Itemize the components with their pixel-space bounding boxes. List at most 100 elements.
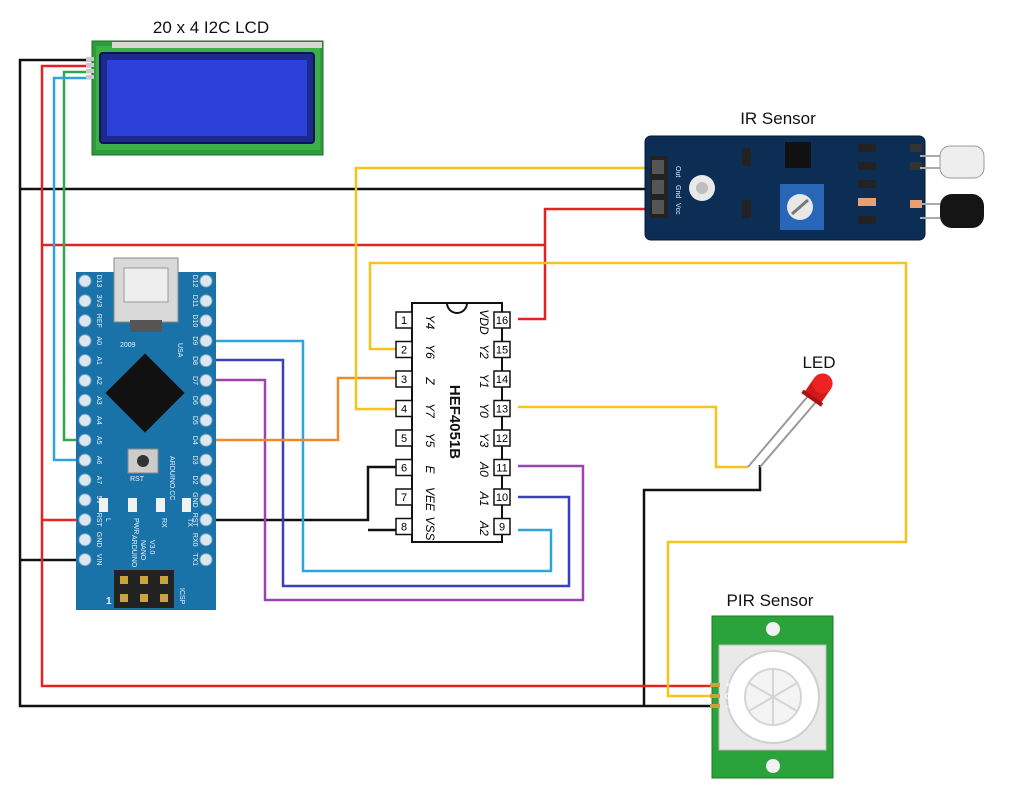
ir-emitter-icon [920,145,985,179]
chip-pin-number: 16 [496,315,508,327]
nano-pin-label: D8 [191,356,198,365]
chip-pin-number: 13 [496,404,508,416]
nano-pin-label: A1 [95,356,102,365]
chip-pin-number: 11 [496,463,507,475]
nano-pin [199,493,213,507]
chip-pin-number: 4 [401,404,407,416]
ir-sensor: Out Gnd Vcc IR [644,109,985,241]
ir-pin-gnd: Gnd [674,185,681,198]
nano-ver: V3.0 [148,540,155,555]
nano-pin-label: A6 [95,456,102,465]
nano-pin [199,334,213,348]
chip-pin-number: 14 [496,374,508,386]
nano-pin-label: A2 [95,376,102,385]
nano-nano: NANO [139,540,146,561]
chip-pin-box [493,340,511,359]
nano-pin [78,553,92,567]
lcd-header [112,42,322,48]
nano-pin-label: A0 [95,336,102,345]
nano-pin [199,294,213,308]
chip-pin-symbol: Y1 [477,374,491,389]
nano-pin [199,473,213,487]
pir-pin-out: o [725,691,731,702]
nano-pin-label: TX1 [191,553,198,566]
chip-pin-symbol: Z [423,376,437,385]
chip-pin-number: 12 [496,433,508,445]
pir-pins: + o − [710,680,731,713]
nano-icsp: ICSP [178,588,185,605]
nano-pin [78,413,92,427]
nano-pin [78,513,92,527]
chip-pin-symbol: A2 [477,520,491,536]
nano-pin [78,433,92,447]
nano-pin-label: A7 [95,476,102,485]
nano-pin-label: 5V [95,496,102,505]
chip-pin-symbol: Y7 [423,403,437,419]
nano-rst-label: RST [130,476,145,483]
chip-pin-number: 9 [499,522,505,534]
wire-d8-a0 [206,378,585,602]
chip-label: HEF4051B [446,385,463,459]
chip-pin-symbol: VDD [477,309,491,335]
chip-pin-box [395,370,413,388]
nano-pin [199,274,213,288]
chip-pin-box [395,399,413,418]
nano-pin-label: RST [95,513,102,528]
wire-d5-z [206,376,396,442]
nano-pin [78,493,92,507]
chip-pin-symbol: A0 [477,461,491,477]
nano-tx: TX [186,518,193,527]
nano-pin-label: D9 [191,336,198,345]
nano-arduino-cc: ARDUINO.CC [168,456,175,500]
chip-pin-symbol: Y4 [423,315,437,330]
nano-pin [78,453,92,467]
ir-smd-parts [858,144,922,224]
led-tx [182,498,191,512]
chip-pin-box [395,458,413,477]
wire-led-gnd [642,465,762,706]
pir-label: PIR Sensor [727,591,814,610]
lcd-label: 20 x 4 I2C LCD [153,18,269,37]
chip-pin-symbol: Y2 [477,344,491,359]
nano-year: 2009 [120,342,136,349]
chip-pin-box [493,517,511,536]
nano-pin-label: GND [95,532,102,548]
wire-ir-out [354,166,645,411]
nano-pin [199,453,213,467]
led-component: LED [747,353,836,468]
chip-pin-symbol: Y5 [423,433,437,448]
chip-pin-box [493,311,511,329]
nano-pin [78,393,92,407]
chip-pin-symbol: Y6 [423,344,437,359]
nano-pin [78,294,92,308]
wire-scl [52,76,92,462]
led-l [99,498,108,512]
nano-pin [199,413,213,427]
icsp-header [114,570,174,608]
nano-pin-label: D13 [95,275,102,288]
nano-pin-label: D11 [191,295,198,307]
chip-pin-box [493,370,511,388]
led-icon [801,373,833,407]
nano-rx: RX [160,518,167,528]
nano-pin [78,334,92,348]
chip-pin-box [493,399,511,418]
chip-pin-box [395,488,413,506]
wires [18,58,908,708]
chip-pin-box [395,429,413,447]
nano-pin [199,314,213,328]
nano-l: L [104,518,111,522]
nano-pin-label: D10 [191,314,198,327]
chip-pin-number: 15 [496,345,508,357]
pir-sensor: + o − PIR Sensor [710,591,834,779]
chip-pin-symbol: VSS [423,516,437,540]
wire-pir-out [368,261,908,698]
led-pwr [128,498,137,512]
chip-pin-number: 3 [401,374,407,386]
pir-pin-plus: + [725,680,731,691]
nano-pin [78,473,92,487]
nano-pin [78,314,92,328]
